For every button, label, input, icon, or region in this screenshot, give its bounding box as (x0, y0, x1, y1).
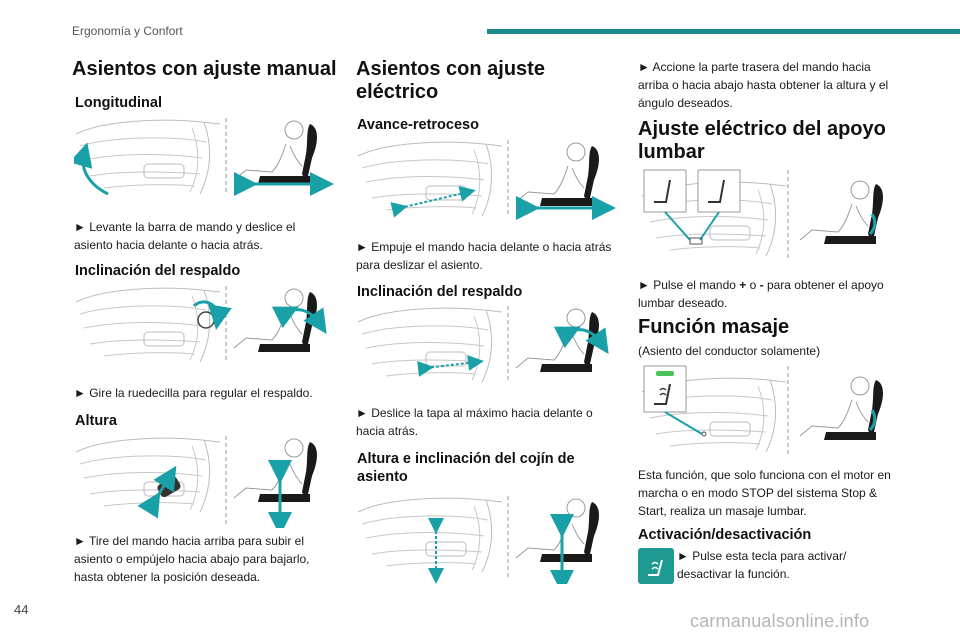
col2-s2-text: ► Deslice la tapa al máximo hacia delant… (356, 406, 593, 438)
lumbar-title: Ajuste eléctrico del apoyo lumbar (638, 118, 886, 163)
lumbar-illustration (640, 166, 900, 262)
col2-s1-text: ► Empuje el mando hacia delante o hacia … (356, 240, 612, 272)
lumbar-text: ► Pulse el mando + o - para obtener el a… (638, 276, 900, 312)
electric-recline-illustration (356, 302, 616, 386)
col1-s2-text: ► Gire la ruedecilla para regular el res… (74, 386, 313, 400)
massage-title: Función masaje (638, 316, 790, 338)
lumbar-text-post: para obtener el apoyo lumbar deseado. (638, 278, 884, 310)
col2-s1-heading: Avance-retroceso (357, 117, 479, 133)
watermark: carmanualsonline.info (690, 611, 870, 631)
col1-s3-text: ► Tire del mando hacia arriba para subir… (74, 534, 310, 584)
col1-s3-heading: Altura (75, 413, 117, 429)
activation-text: ► Pulse esta tecla para activar/ desacti… (677, 549, 847, 581)
col1-s1-heading: Longitudinal (75, 95, 162, 111)
col1-s2-heading: Inclinación del respaldo (75, 263, 241, 279)
col1-s1-text: ► Levante la barra de mando y deslice el… (74, 220, 296, 252)
massage-illustration (640, 362, 900, 458)
lumbar-text-mid: o (746, 278, 760, 292)
cushion-height-illustration (356, 492, 616, 584)
massage-text: Esta función, que solo funciona con el m… (638, 468, 891, 518)
lumbar-plus-sign: + (739, 278, 747, 292)
massage-subtitle: (Asiento del conductor solamente) (638, 344, 821, 358)
col3-intro-text: ► Accione la parte trasera del mando hac… (638, 60, 889, 110)
lumbar-text-pre: ► Pulse el mando (638, 278, 740, 292)
seat-recline-illustration (74, 282, 334, 366)
activation-heading: Activación/desactivación (638, 527, 812, 543)
lumbar-minus-sign: - (759, 278, 764, 292)
page-number: 44 (14, 602, 29, 617)
section-title: Ergonomía y Confort (72, 24, 183, 38)
massage-button-icon (638, 548, 674, 584)
seat-height-illustration (74, 432, 334, 528)
header-accent-bar (487, 29, 960, 34)
seat-longitudinal-illustration (74, 114, 334, 198)
col2-title: Asientos con ajuste eléctrico (356, 58, 545, 103)
col2-s2-heading: Inclinación del respaldo (357, 284, 523, 300)
electric-slide-illustration (356, 136, 616, 220)
col1-title: Asientos con ajuste manual (72, 58, 337, 80)
col2-s3-heading: Altura e inclinación del cojín de asient… (357, 451, 575, 485)
